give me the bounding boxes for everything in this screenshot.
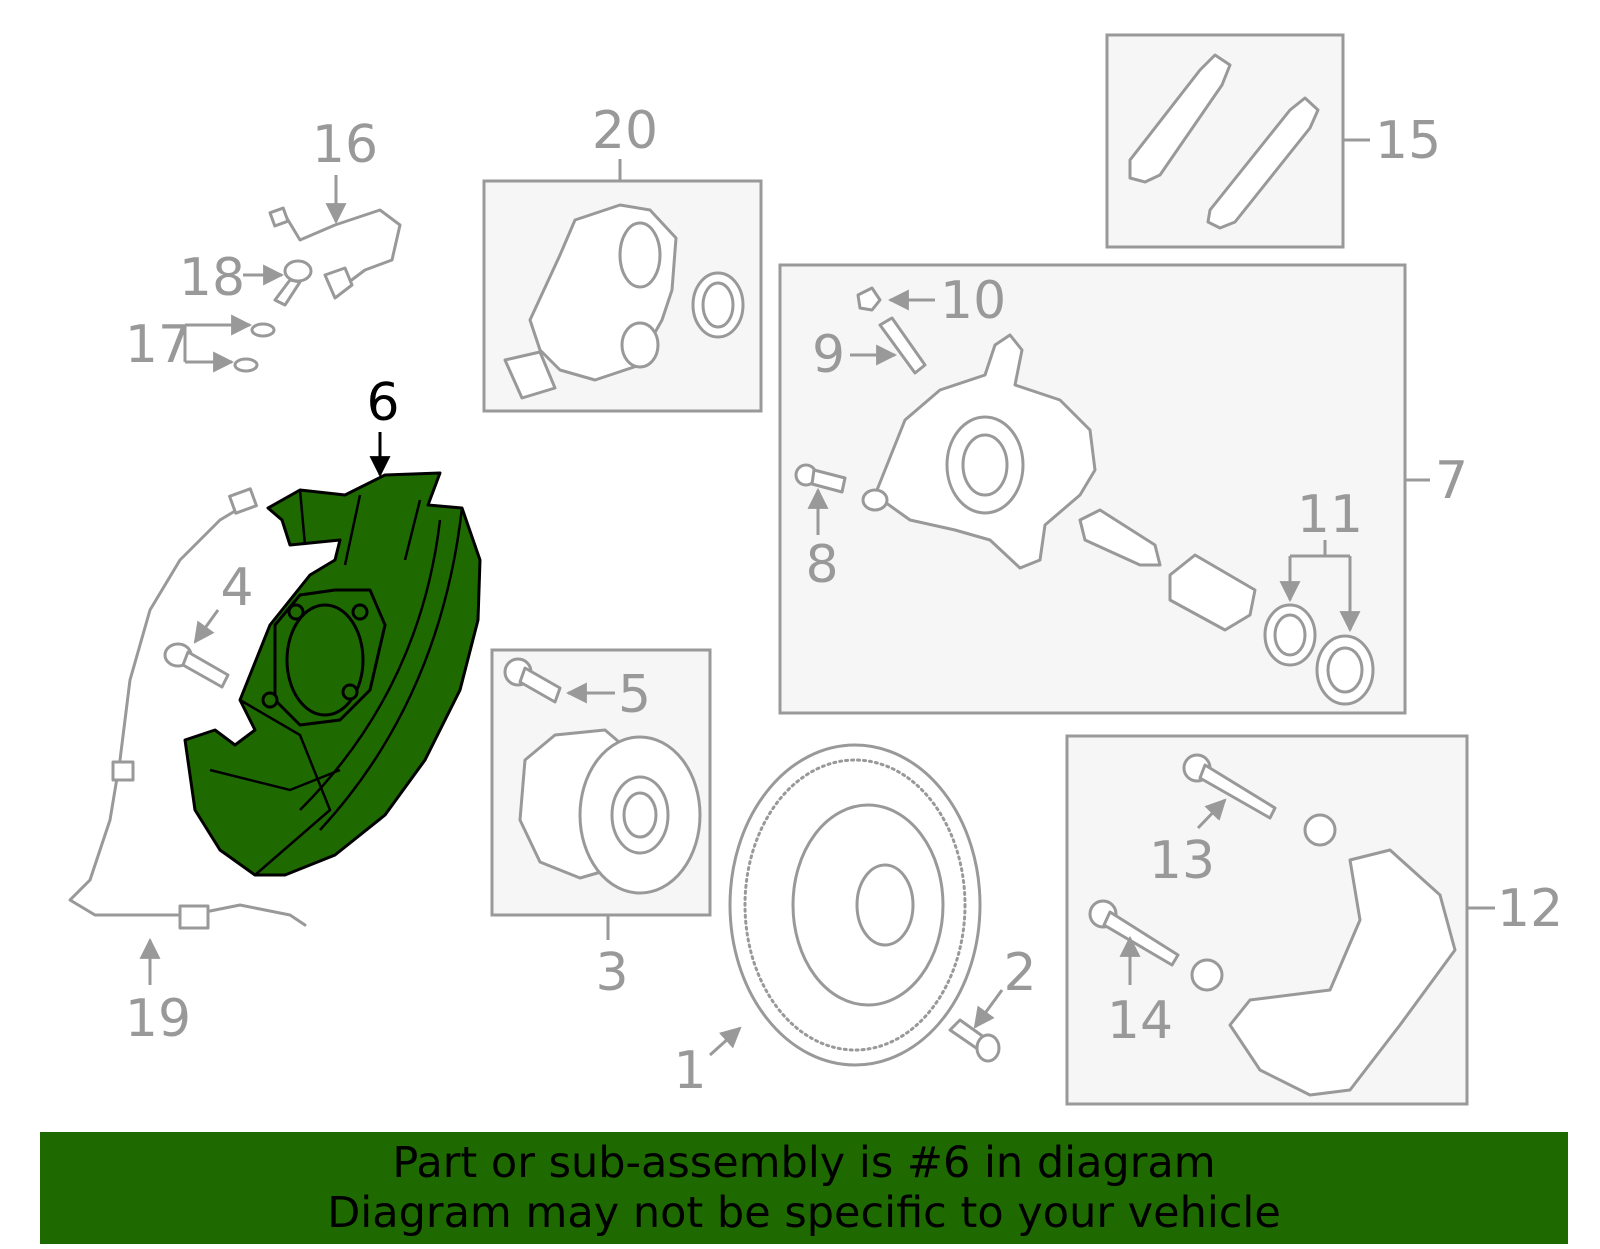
callout-20[interactable]: 20	[592, 101, 658, 161]
brake-hose	[283, 208, 402, 287]
abs-clip-2	[178, 904, 210, 930]
callout-16[interactable]: 16	[312, 115, 378, 175]
callout-6[interactable]: 6	[366, 373, 399, 433]
rotor-hat	[791, 803, 945, 1007]
callout-5[interactable]: 5	[618, 665, 651, 725]
part-7-group[interactable]: 7 10 9 8 11	[778, 263, 1468, 715]
callout-14[interactable]: 14	[1107, 991, 1173, 1051]
dust-shield-hole-1	[351, 603, 369, 621]
rotor-center-bore	[855, 863, 915, 947]
dust-shield-hole-3	[287, 603, 305, 621]
guide-pin	[1078, 508, 1162, 567]
washer-upper	[250, 322, 276, 338]
caliper-piston	[1168, 553, 1257, 632]
dust-boot-inner	[1326, 646, 1364, 694]
callout-11[interactable]: 11	[1297, 485, 1363, 545]
part-12-group[interactable]: 12 13 14	[1065, 734, 1563, 1106]
bleeder-screw	[878, 316, 927, 375]
caliper-bore-inner	[961, 433, 1009, 497]
part-16-group[interactable]: 16	[268, 115, 402, 300]
callout-12[interactable]: 12	[1497, 879, 1563, 939]
caliper-bolt-shaft	[810, 468, 847, 494]
callout-19[interactable]: 19	[125, 989, 191, 1049]
bracket-bushing-upper	[1303, 813, 1337, 847]
brake-pad-outer	[1206, 96, 1320, 230]
part-19-group[interactable]: 19	[68, 487, 307, 1049]
part-6-group[interactable]: 6	[183, 373, 482, 877]
part-1-group[interactable]: 1	[673, 743, 982, 1101]
part-20-group[interactable]: 20	[482, 101, 763, 413]
part-2-group[interactable]: 2	[948, 943, 1037, 1063]
dust-shield-hole-4	[261, 691, 279, 709]
abs-sensor-wire	[68, 503, 307, 927]
hub-bore-inner	[622, 791, 658, 839]
callout-17[interactable]: 17	[125, 315, 191, 375]
callout-8[interactable]: 8	[805, 535, 838, 595]
rotor-vent	[743, 758, 967, 1052]
banner-line-2: Diagram may not be specific to your vehi…	[327, 1188, 1281, 1238]
dust-shield-bolt-shaft	[181, 650, 230, 689]
callout-13[interactable]: 13	[1149, 831, 1215, 891]
callout-3[interactable]: 3	[595, 943, 628, 1003]
callout-1[interactable]: 1	[673, 1041, 706, 1101]
callout-4[interactable]: 4	[220, 558, 253, 618]
callout-18[interactable]: 18	[179, 248, 245, 308]
part-17-group[interactable]: 17	[125, 314, 276, 375]
actuator-connector	[503, 350, 557, 400]
dust-shield-hole-2	[341, 683, 359, 701]
bracket-bolt-lower-shaft	[1102, 910, 1180, 967]
callout-10[interactable]: 10	[940, 271, 1006, 331]
part-15-group[interactable]: 15	[1105, 33, 1441, 249]
part-3-group[interactable]: 5 3	[490, 648, 712, 1003]
part-4-group[interactable]: 4	[163, 558, 254, 689]
banjo-bolt-head	[283, 259, 313, 283]
hub-bolt-shaft	[518, 666, 562, 704]
callout-15[interactable]: 15	[1375, 111, 1441, 171]
caliper-mount-hole	[861, 488, 889, 512]
part-info-banner: Part or sub-assembly is #6 in diagram Di…	[40, 1132, 1568, 1244]
part-18-group[interactable]: 18	[179, 248, 313, 308]
caliper-bracket	[1228, 848, 1457, 1097]
banjo-bolt-shaft	[273, 278, 302, 307]
banner-line-1: Part or sub-assembly is #6 in diagram	[392, 1138, 1216, 1188]
callout-2[interactable]: 2	[1003, 943, 1036, 1003]
abs-clip-1	[111, 760, 135, 782]
callout-9[interactable]: 9	[812, 325, 845, 385]
parts-diagram: 20 15 7 10 9 8 11	[68, 33, 1563, 1106]
actuator-motor-boss	[618, 221, 662, 289]
piston-seal-inner	[1273, 613, 1307, 657]
abs-connector	[228, 487, 258, 515]
washer-lower	[233, 357, 259, 373]
callout-7[interactable]: 7	[1435, 451, 1468, 511]
brake-pad-inner	[1128, 53, 1232, 184]
actuator-seal-inner	[701, 281, 735, 329]
brake-hose-fitting-top	[268, 206, 290, 228]
rotor-outer	[728, 743, 982, 1067]
bracket-bushing-lower	[1190, 958, 1224, 992]
brake-hose-banjo	[323, 266, 354, 300]
actuator-motor-shaft	[620, 321, 660, 369]
rotor-screw-head	[975, 1033, 1001, 1063]
bleeder-cap	[856, 286, 882, 312]
bracket-bolt-upper-shaft	[1198, 763, 1277, 820]
